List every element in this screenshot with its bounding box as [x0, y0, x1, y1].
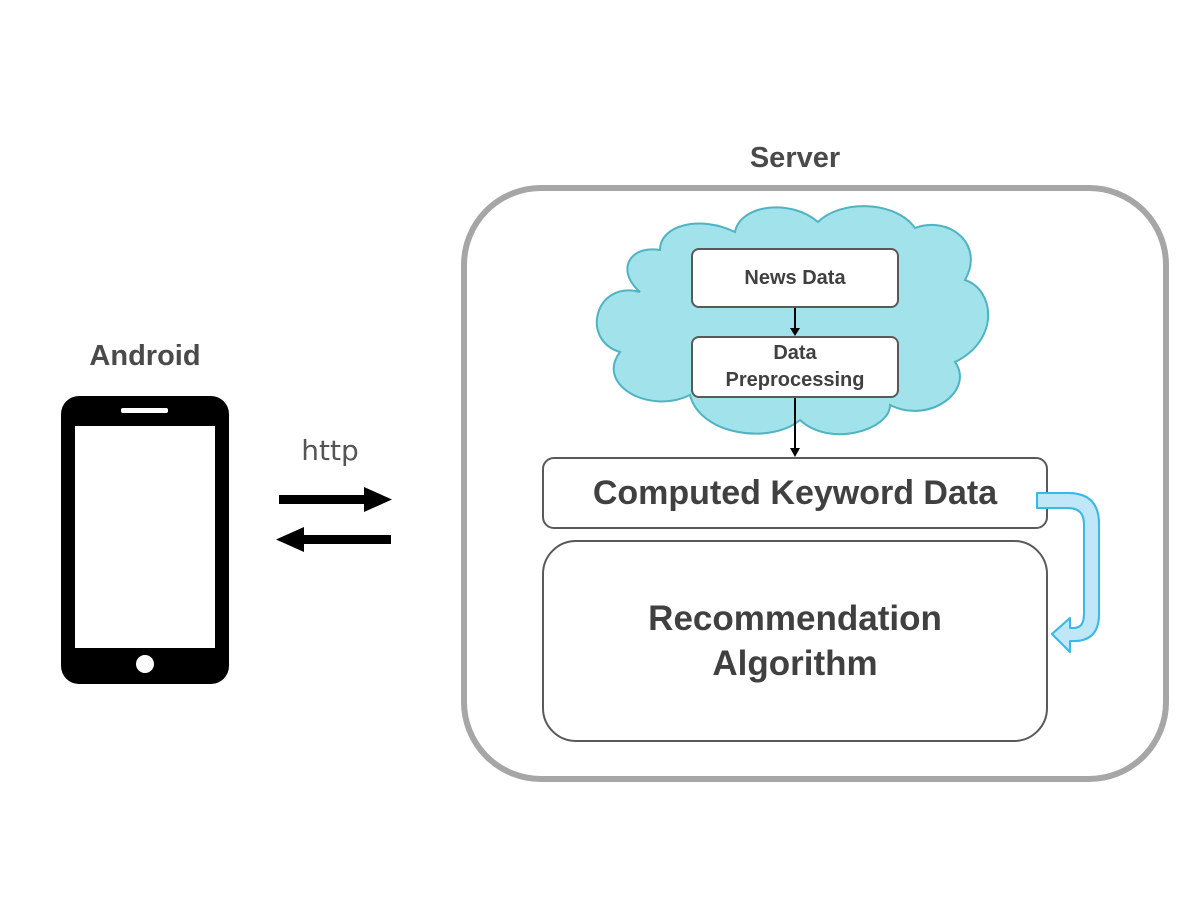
news-data-label: News Data — [744, 266, 846, 289]
recommendation-algorithm-box: Recommendation Algorithm — [542, 540, 1048, 742]
news-data-box: News Data — [691, 248, 899, 308]
keyword-data-label: Computed Keyword Data — [592, 473, 998, 512]
news-to-preprocessing-arrow — [790, 308, 800, 336]
keyword-data-box: Computed Keyword Data — [542, 457, 1048, 529]
preprocessing-to-keyword-arrow — [790, 398, 800, 457]
preprocessing-label: Data Preprocessing — [725, 342, 865, 391]
android-title: Android — [89, 340, 201, 372]
http-label: http — [301, 434, 359, 467]
preprocessing-box: Data Preprocessing — [691, 336, 899, 398]
arrow-right-icon — [279, 487, 392, 512]
server-title: Server — [749, 142, 841, 174]
smartphone-icon — [61, 396, 229, 684]
recommendation-algorithm-label: Recommendation Algorithm — [648, 599, 942, 683]
arrow-left-icon — [276, 527, 391, 552]
cloud-shape — [595, 205, 990, 436]
